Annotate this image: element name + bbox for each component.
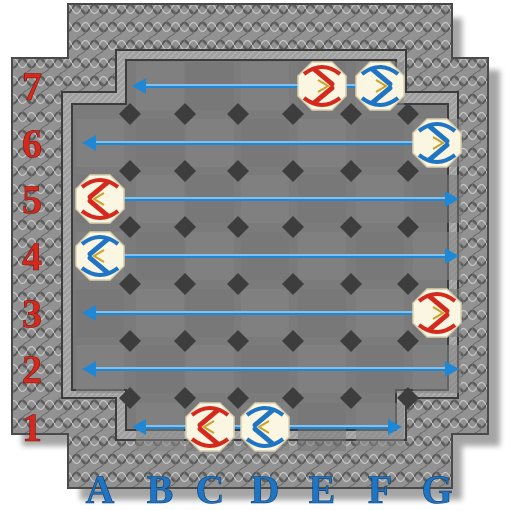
red-piece-a5[interactable] <box>76 175 124 223</box>
blue-piece-a4[interactable] <box>76 232 124 280</box>
column-label: C <box>196 467 225 511</box>
row-label: 7 <box>22 64 42 109</box>
column-label: B <box>147 467 174 511</box>
row-label: 5 <box>22 177 42 222</box>
row-label: 6 <box>22 121 42 166</box>
column-label: A <box>86 467 115 511</box>
blue-piece-g6[interactable] <box>413 119 461 167</box>
row-label: 2 <box>22 347 42 392</box>
red-piece-g3[interactable] <box>413 289 461 337</box>
row-label: 4 <box>22 234 42 279</box>
blue-piece-f7[interactable] <box>356 62 404 110</box>
blue-piece-d1[interactable] <box>241 403 289 451</box>
row-label: 1 <box>22 405 42 450</box>
red-piece-e7[interactable] <box>298 62 346 110</box>
column-label: G <box>421 467 452 511</box>
row-label: 3 <box>22 291 42 336</box>
red-piece-c1[interactable] <box>186 403 234 451</box>
column-label: D <box>251 467 280 511</box>
column-label: E <box>309 467 336 511</box>
column-label: F <box>368 467 392 511</box>
